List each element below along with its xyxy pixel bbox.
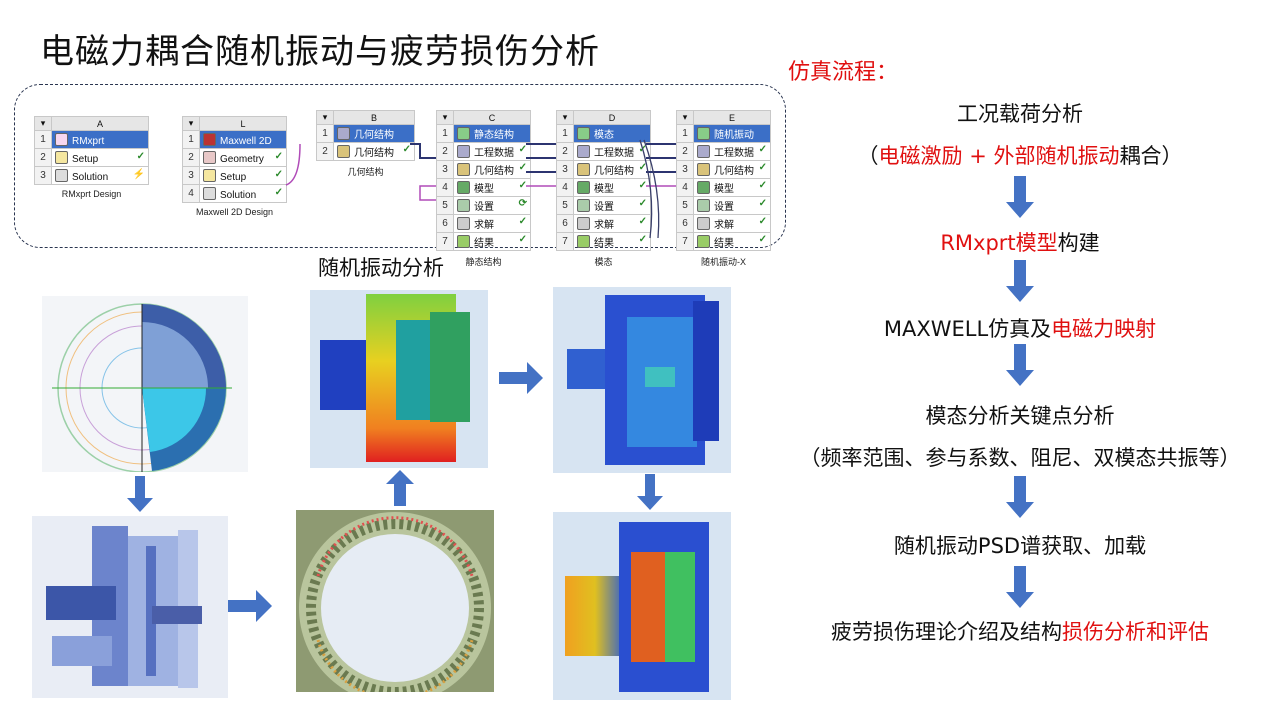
system-caption: 模态: [594, 257, 613, 267]
system-caption: 静态结构: [465, 257, 502, 267]
modal-icon: [577, 127, 590, 140]
solution-icon: [55, 168, 68, 182]
setup-icon: [55, 150, 68, 164]
check-icon: ✓: [136, 150, 145, 162]
damage-contour-image: [553, 512, 731, 700]
flow-step-maxwell: MAXWELL仿真及电磁力映射: [883, 317, 1157, 341]
rmxprt-icon: [55, 132, 68, 146]
page-title: 电磁力耦合随机振动与疲劳损伤分析: [40, 32, 600, 72]
flow-heading: 仿真流程：: [788, 60, 899, 85]
solution-icon: [203, 186, 216, 200]
flow-step-rmxprt: RMxprt模型构建: [940, 231, 1100, 255]
maxwell-icon: [203, 132, 216, 146]
link-curve: [285, 143, 301, 186]
modal-contour-image: [553, 287, 731, 473]
stator-force-mapping-image: [296, 510, 494, 692]
flow-step-fatigue: 疲劳损伤理论介绍及结构损伤分析和评估: [831, 620, 1209, 644]
flow-step-load-analysis: 工况载荷分析: [957, 102, 1083, 126]
geometry-icon: [203, 150, 216, 164]
system-connectors: [410, 139, 676, 239]
system-caption: RMxprt Design: [61, 189, 122, 199]
flow-step-coupling: （电磁激励 + 外部随机振动耦合）: [857, 144, 1183, 168]
geometry-icon: [337, 127, 350, 140]
system-caption: Maxwell 2D Design: [195, 207, 274, 217]
section-subtitle: 随机振动分析: [318, 256, 444, 280]
flow-step-psd: 随机振动PSD谱获取、加载: [893, 534, 1147, 558]
system-caption: 几何结构: [347, 167, 384, 177]
flow-step-modal: 模态分析关键点分析: [925, 404, 1115, 428]
random-vibration-contour-image: [310, 290, 488, 468]
workbench-frame: [14, 84, 786, 248]
assembly-section-image: [32, 516, 228, 698]
motor-cross-section-image: [42, 296, 248, 472]
geometry-icon: [337, 145, 350, 158]
system-caption: 随机振动-X: [700, 257, 746, 267]
update-icon: ⚡: [132, 168, 145, 180]
setup-icon: [203, 168, 216, 182]
flow-step-modal-detail: （频率范围、参与系数、阻尼、双模态共振等）: [799, 446, 1241, 470]
random-vibration-icon: [697, 127, 710, 140]
static-icon: [457, 127, 470, 140]
